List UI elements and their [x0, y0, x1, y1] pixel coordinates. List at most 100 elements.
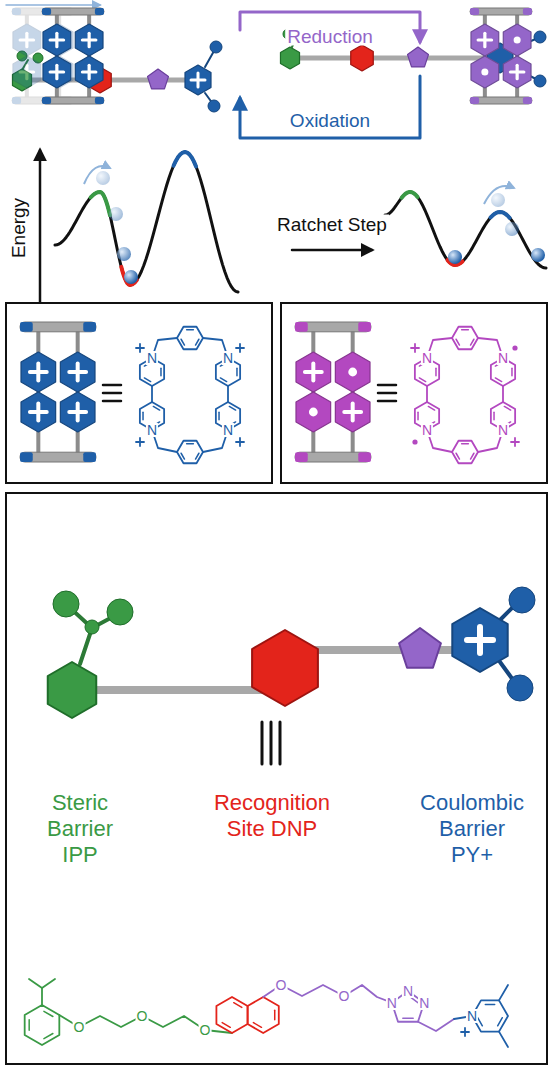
- charge-plus: [55, 65, 58, 78]
- ring-cap: [470, 97, 479, 104]
- atom-label: N: [497, 351, 509, 365]
- oxidation-arrow: [240, 76, 420, 138]
- charge-plus: [197, 73, 200, 87]
- methyl-bond: [499, 1032, 508, 1047]
- ring-icon: [20, 322, 96, 462]
- double-bond: [28, 1020, 30, 1030]
- equivalence-sign: [378, 384, 396, 387]
- charge-plus: [36, 364, 40, 381]
- double-bond: [471, 339, 474, 345]
- coulombic-stopper: [185, 65, 211, 95]
- double-bond: [462, 329, 469, 331]
- equivalence-sign: [279, 722, 282, 764]
- ring-cap: [295, 452, 308, 462]
- double-bond: [153, 406, 159, 410]
- ring-icon: [42, 8, 104, 104]
- bond: [203, 430, 228, 452]
- hop-arrow: [484, 186, 514, 204]
- double-bond: [144, 378, 150, 382]
- charge-plus: [76, 404, 80, 421]
- pyridinium-ring: [216, 402, 240, 430]
- double-bond: [478, 1018, 483, 1026]
- barrier-highlight: [491, 212, 510, 218]
- ring-cap: [42, 97, 51, 104]
- radical-dot: [512, 345, 517, 350]
- bipyridinium-hexagon: [335, 392, 370, 432]
- atom-label: N: [146, 351, 158, 365]
- double-bond: [471, 453, 474, 459]
- stopper-ball: [107, 599, 133, 625]
- radical-dot: [481, 68, 488, 75]
- ring-bar: [42, 97, 104, 104]
- coulombic-stopper: [452, 608, 507, 672]
- ring-cap: [523, 97, 532, 104]
- bipyridinium-hexagon: [13, 24, 41, 56]
- naphthalene-ring: [248, 997, 279, 1033]
- double-bond: [462, 443, 469, 445]
- barrier-highlight: [174, 152, 197, 166]
- charge-plus: [514, 438, 516, 446]
- bond: [418, 1019, 454, 1031]
- charge-plus: [55, 33, 58, 46]
- double-bond: [220, 378, 226, 382]
- atom-label: N: [386, 996, 398, 1010]
- equivalence-sign: [103, 384, 121, 387]
- step-label: Ratchet Step: [275, 215, 389, 234]
- bipyridinium-hexagon: [335, 352, 370, 392]
- charge-plus: [88, 33, 91, 46]
- ring-icon: [12, 8, 74, 104]
- structure-panel: Steric Barrier IPPRecognition Site DNPCo…: [5, 492, 548, 1065]
- state-ball: [531, 248, 545, 262]
- pyridinium-ring: [491, 358, 515, 386]
- ring-cap: [12, 97, 21, 104]
- double-bond: [504, 406, 510, 410]
- ring-cap: [12, 8, 21, 15]
- bond: [502, 386, 504, 402]
- barrier-highlight: [91, 192, 110, 215]
- bond: [203, 338, 228, 358]
- state-ball: [448, 250, 462, 264]
- double-bond: [274, 1010, 276, 1019]
- triazole-pentagon: [399, 628, 441, 668]
- stopper-ball: [53, 591, 79, 617]
- pyridinium-ring: [216, 358, 240, 386]
- atom-label: N: [421, 351, 433, 365]
- bond: [227, 386, 229, 402]
- atom-label: O: [199, 1023, 212, 1037]
- double-bond: [495, 378, 501, 382]
- equivalence-sign: [103, 392, 121, 395]
- reaction-label: Oxidation: [288, 111, 372, 130]
- ring-cap: [83, 452, 96, 462]
- bipyridinium-hexagon: [471, 24, 499, 56]
- double-bond: [253, 1023, 261, 1028]
- equivalence-sign: [378, 392, 396, 395]
- charge-plus: [464, 1028, 466, 1036]
- triazole-pentagon: [148, 69, 169, 89]
- pyridinium-ring: [415, 402, 439, 430]
- double-bond: [498, 1018, 503, 1026]
- equivalence-sign: [270, 722, 273, 764]
- bipyridinium-hexagon: [296, 352, 331, 392]
- steric-stopper: [280, 47, 299, 69]
- double-bond: [428, 406, 434, 410]
- atom-label: N: [418, 996, 430, 1010]
- radical-dot: [412, 439, 417, 444]
- methyl-bond: [499, 985, 508, 1000]
- bipyridinium-hexagon: [75, 24, 103, 56]
- energy-curve: [55, 152, 238, 292]
- atom-label: N: [222, 351, 234, 365]
- radical-dot: [514, 36, 521, 43]
- double-bond: [495, 362, 501, 366]
- reaction-label: Reduction: [285, 27, 375, 46]
- bipyridinium-hexagon: [296, 392, 331, 432]
- ring-bar: [295, 322, 371, 332]
- double-bond: [181, 453, 184, 459]
- charge-plus: [483, 33, 486, 46]
- stopper-stick: [292, 38, 296, 47]
- charge-plus: [477, 627, 483, 653]
- naphthalene-ring: [216, 997, 247, 1033]
- bipyridinium-hexagon: [21, 392, 56, 432]
- axis-label: Energy: [9, 196, 28, 260]
- atom-label: O: [136, 1009, 149, 1023]
- state-ball: [96, 171, 110, 185]
